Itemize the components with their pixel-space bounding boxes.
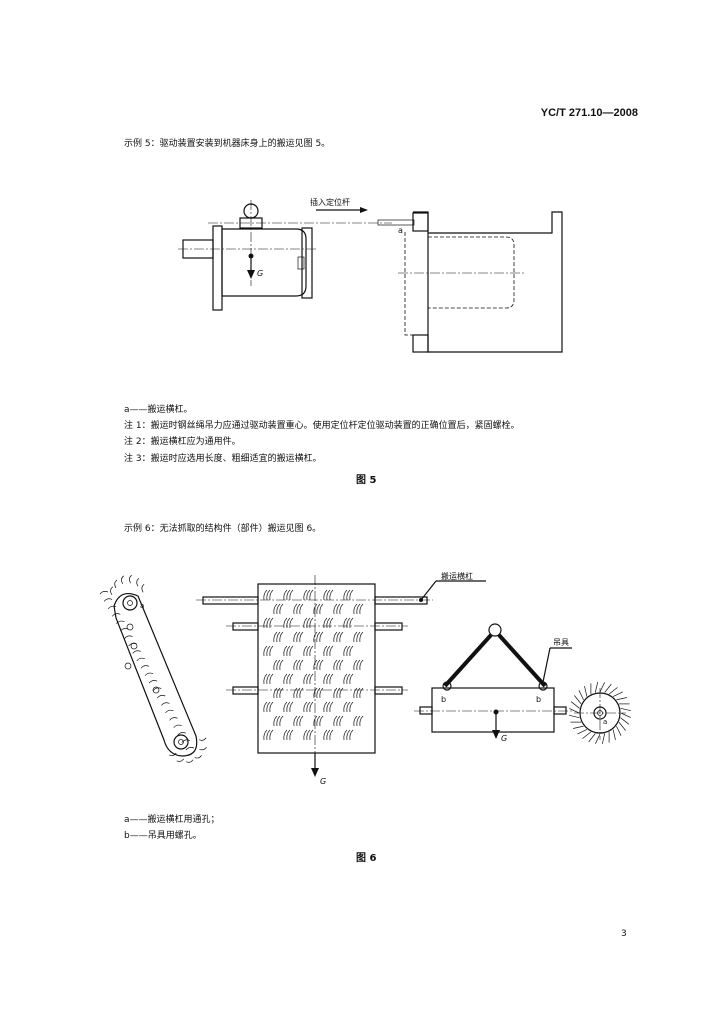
figure6-label-b-right: b xyxy=(536,695,542,704)
figure5-label-a: a xyxy=(398,226,403,235)
figure6-hoisting-view xyxy=(414,623,572,739)
figure6-caption: 图 6 xyxy=(356,853,377,864)
figure6-main-block xyxy=(196,575,486,777)
page-number: 3 xyxy=(621,929,627,939)
example5-intro: 示例 5：驱动装置安装到机器床身上的搬运见图 5。 xyxy=(124,139,331,149)
figure6-end-label-a: a xyxy=(603,718,608,726)
figure5-note-3: 注 3：搬运时应选用长度、粗细适宜的搬运横杠。 xyxy=(124,454,322,464)
figure6-chain-link xyxy=(99,574,207,763)
figure6-end-view xyxy=(569,682,631,744)
figure5-machine-bed xyxy=(377,211,563,353)
figure5-note-2: 注 2：搬运横杠应为通用件。 xyxy=(124,437,241,447)
figure5-caption: 图 5 xyxy=(356,475,377,486)
example6-intro: 示例 6：无法抓取的结构件（部件）搬运见图 6。 xyxy=(124,524,322,534)
figure6-hoist-label-g: G xyxy=(501,734,508,743)
figure6-chain-label-a: a xyxy=(140,602,145,610)
figure5-label-g: G xyxy=(257,269,264,278)
figure5-note-1: 注 1：搬运时钢丝绳吊力应通过驱动装置重心。使用定位杆定位驱动装置的正确位置后，… xyxy=(124,421,520,431)
figure6-legend-a: a——搬运横杠用通孔； xyxy=(124,815,220,825)
figure6-bar-label: 搬运横杠 xyxy=(441,572,473,581)
figure6-legend-b: b——吊具用螺孔。 xyxy=(124,831,202,841)
figure6-hoist-label: 吊具 xyxy=(553,638,569,647)
standard-code: YC/T 271.10—2008 xyxy=(540,107,638,119)
figure6-label-b-left: b xyxy=(441,695,447,704)
figure5-insert-rod-label: 插入定位杆 xyxy=(310,198,350,207)
figure6-block-label-g: G xyxy=(320,777,327,786)
figure5-drive-unit xyxy=(178,200,318,311)
figure5-legend-a: a——搬运横杠。 xyxy=(124,405,193,415)
